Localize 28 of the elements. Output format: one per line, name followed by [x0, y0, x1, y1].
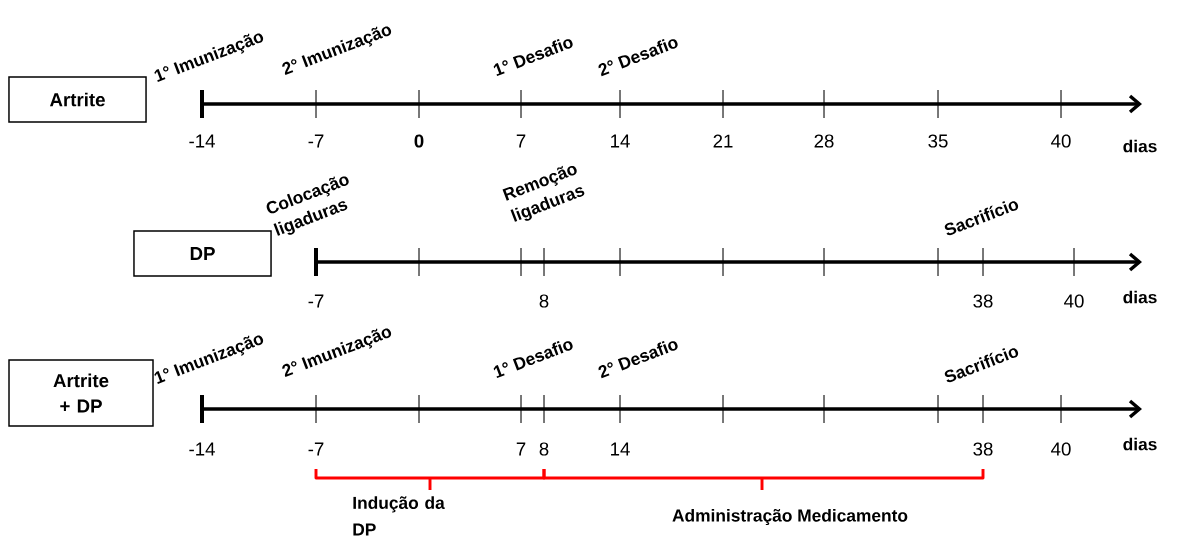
axis-unit: dias — [1123, 139, 1157, 153]
tick-label: 40 — [1064, 294, 1084, 308]
tick-label: 14 — [611, 442, 630, 456]
tick-label: 21 — [713, 134, 733, 148]
axis-unit: dias — [1123, 437, 1157, 451]
tick-label: 0 — [414, 134, 424, 148]
tick-label: 28 — [814, 134, 834, 148]
tick-label: 14 — [611, 134, 630, 148]
axis-unit: dias — [1123, 290, 1157, 304]
tick-label: -14 — [189, 442, 215, 456]
tick-label: -14 — [189, 134, 215, 148]
bracket-label: Indução da DP — [353, 496, 445, 536]
tick-label: 7 — [516, 442, 526, 456]
group-box: Artrite + DP — [8, 359, 154, 427]
tick-label: 40 — [1051, 442, 1071, 456]
tick-label: 40 — [1051, 134, 1071, 148]
tick-label: 7 — [516, 134, 526, 148]
tick-label: 8 — [539, 294, 549, 308]
group-box: DP — [133, 230, 272, 277]
bracket-label: Administração Medicamento — [672, 508, 908, 526]
tick-label: -7 — [308, 134, 324, 148]
group-box: Artrite — [8, 76, 147, 123]
tick-label: 35 — [928, 134, 948, 148]
tick-label: 38 — [973, 294, 993, 308]
tick-label: -7 — [308, 442, 324, 456]
tick-label: 38 — [973, 442, 993, 456]
tick-label: -7 — [308, 294, 324, 308]
tick-label: 8 — [539, 442, 549, 456]
